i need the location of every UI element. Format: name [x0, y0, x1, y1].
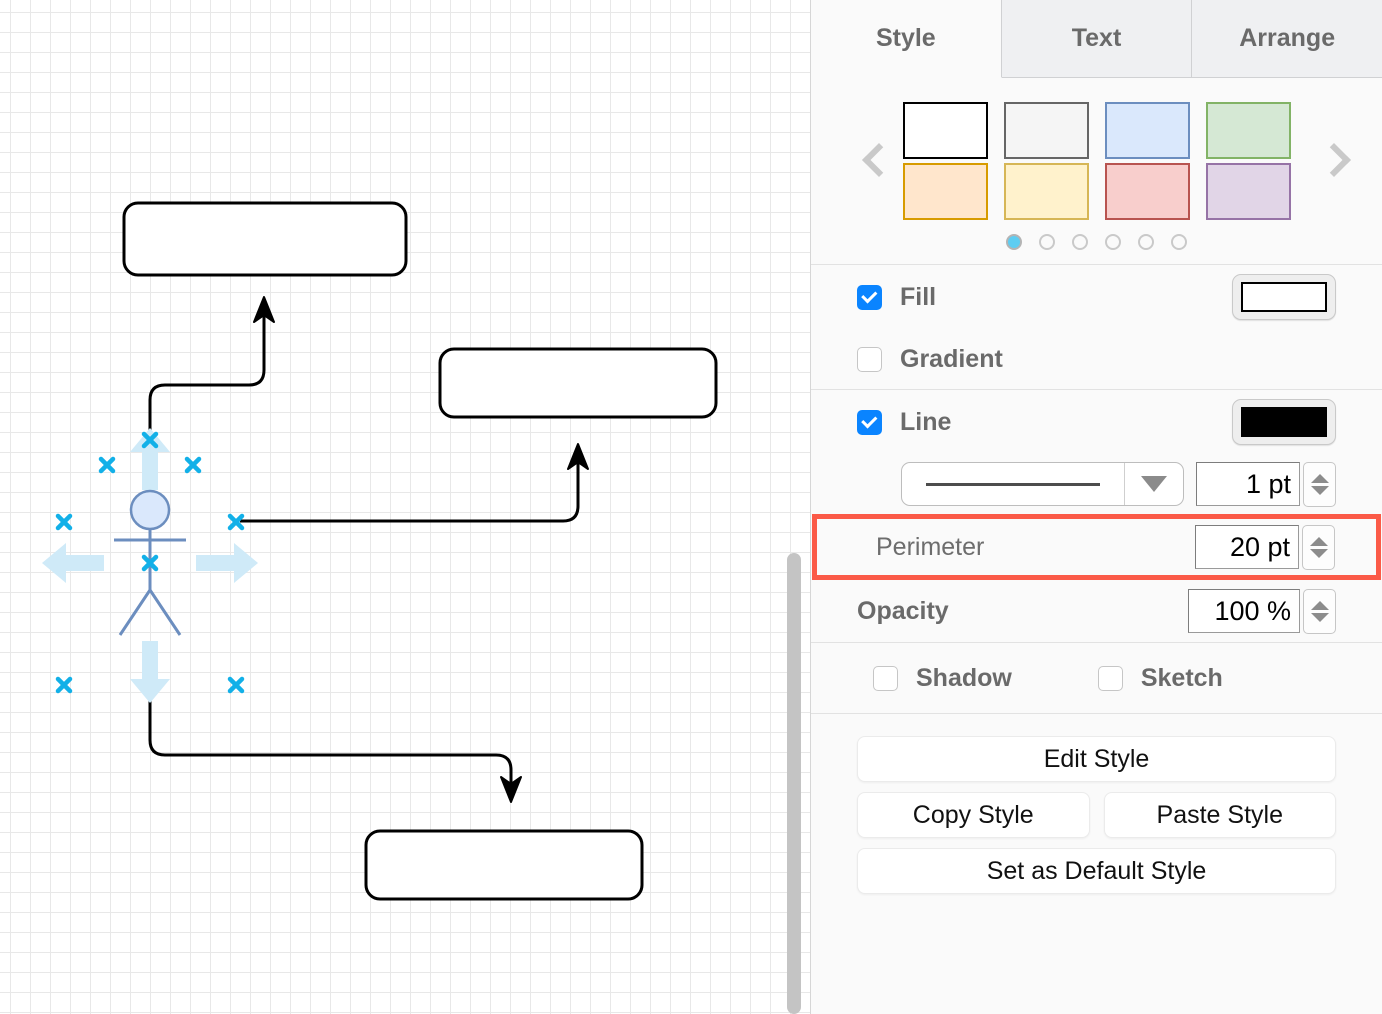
swatch-purple[interactable] [1205, 163, 1291, 220]
swatch-red[interactable] [1104, 163, 1190, 220]
stepper-up-icon[interactable] [1310, 600, 1329, 610]
swatch-prev-button[interactable] [859, 130, 899, 190]
swatch-cell [1198, 100, 1299, 161]
swatch-cell [1097, 100, 1198, 161]
swatch-page-dot-1[interactable] [1006, 234, 1022, 250]
tab-text[interactable]: Text [1001, 0, 1193, 78]
edge-actor-to-top-rectangle[interactable] [148, 296, 275, 505]
gradient-label: Gradient [900, 344, 1003, 373]
line-row: Line [811, 390, 1382, 454]
copy-paste-style-row: Copy Style Paste Style [857, 792, 1336, 838]
gradient-checkbox[interactable] [857, 346, 882, 372]
paste-style-button[interactable]: Paste Style [1103, 792, 1336, 838]
line-color-button[interactable] [1232, 399, 1336, 445]
swatch-page-dot-3[interactable] [1072, 234, 1088, 250]
perimeter-input[interactable]: 20 pt [1195, 525, 1299, 569]
edge-actor-to-bottom-rectangle[interactable] [148, 686, 522, 803]
set-default-style-button[interactable]: Set as Default Style [857, 848, 1336, 894]
swatch-page-dots [811, 234, 1382, 250]
line-style-preview [902, 463, 1124, 505]
chevron-left-icon [862, 143, 896, 177]
solid-line-icon [926, 482, 1100, 486]
swatch-cell [1198, 161, 1299, 222]
swatch-cell [895, 100, 996, 161]
swatch-gray[interactable] [1003, 102, 1089, 159]
connection-point-handles[interactable] [55, 431, 245, 694]
opacity-row: Opacity 100 % [811, 580, 1382, 643]
perimeter-row: Perimeter 20 pt [812, 514, 1381, 580]
swatch-page-dot-2[interactable] [1039, 234, 1055, 250]
rounded-rectangle-middle-right[interactable] [438, 347, 718, 419]
actor-shape[interactable] [114, 489, 186, 636]
swatch-cell [996, 100, 1097, 161]
shadow-label: Shadow [916, 663, 1012, 692]
tab-arrange[interactable]: Arrange [1192, 0, 1382, 78]
swatch-next-button[interactable] [1314, 130, 1354, 190]
swatch-orange[interactable] [902, 163, 988, 220]
line-color-preview [1241, 407, 1327, 437]
line-label: Line [900, 407, 952, 436]
edge-actor-to-right-rectangle[interactable] [240, 443, 589, 523]
line-width-input[interactable]: 1 pt [1196, 462, 1300, 506]
stepper-down-icon[interactable] [1310, 612, 1329, 622]
perimeter-label: Perimeter [876, 532, 985, 561]
line-style-row: 1 pt [811, 454, 1382, 514]
edit-style-button[interactable]: Edit Style [857, 736, 1336, 782]
swatch-page-dot-5[interactable] [1138, 234, 1154, 250]
style-swatch-carousel [811, 78, 1382, 265]
sketch-toggle[interactable]: Sketch [1097, 663, 1223, 693]
swatch-grid [811, 100, 1382, 222]
swatch-blue[interactable] [1104, 102, 1190, 159]
swatch-cell [1097, 161, 1198, 222]
direction-arrow-hints [42, 428, 258, 703]
style-action-buttons: Edit Style Copy Style Paste Style Set as… [811, 714, 1382, 894]
swatch-page-dot-6[interactable] [1171, 234, 1187, 250]
copy-style-button[interactable]: Copy Style [857, 792, 1090, 838]
shadow-checkbox[interactable] [873, 665, 898, 691]
fill-row: Fill [811, 265, 1382, 329]
diagram-canvas[interactable] [0, 0, 810, 1014]
gradient-row: Gradient [811, 329, 1382, 390]
tab-style[interactable]: Style [811, 0, 1002, 78]
line-width-stepper[interactable] [1303, 461, 1336, 507]
fill-color-button[interactable] [1232, 274, 1336, 320]
line-style-dropdown[interactable] [901, 462, 1184, 506]
stepper-down-icon[interactable] [1310, 485, 1329, 495]
shadow-sketch-row: Shadow Sketch [811, 643, 1382, 714]
swatch-cell [996, 161, 1097, 222]
opacity-label: Opacity [857, 596, 949, 625]
canvas-vertical-scrollbar[interactable] [787, 553, 801, 1014]
rounded-rectangle-bottom[interactable] [364, 829, 644, 901]
stepper-down-icon[interactable] [1309, 548, 1328, 558]
sketch-checkbox[interactable] [1097, 665, 1123, 691]
canvas-graph [42, 201, 718, 901]
swatch-cell [895, 161, 996, 222]
opacity-stepper[interactable] [1303, 588, 1336, 634]
chevron-right-icon [1317, 143, 1351, 177]
fill-label: Fill [900, 282, 937, 311]
tab-arrange-label: Arrange [1239, 24, 1336, 52]
perimeter-stepper[interactable] [1302, 524, 1335, 570]
line-style-caret[interactable] [1124, 463, 1183, 505]
swatch-yellow[interactable] [1003, 163, 1089, 220]
stepper-up-icon[interactable] [1310, 473, 1329, 483]
opacity-input[interactable]: 100 % [1188, 589, 1300, 633]
format-panel-tabs: Style Text Arrange [811, 0, 1382, 78]
line-checkbox[interactable] [857, 409, 882, 435]
fill-color-preview [1241, 282, 1327, 312]
chevron-down-icon [1141, 476, 1167, 492]
swatch-green[interactable] [1205, 102, 1291, 159]
fill-checkbox[interactable] [857, 284, 882, 310]
format-panel: Style Text Arrange [810, 0, 1382, 1014]
shadow-toggle[interactable]: Shadow [873, 664, 1012, 693]
rounded-rectangle-top-left[interactable] [122, 201, 408, 277]
tab-style-label: Style [875, 24, 936, 52]
stepper-up-icon[interactable] [1309, 536, 1328, 546]
sketch-label: Sketch [1140, 663, 1223, 692]
swatch-page-dot-4[interactable] [1105, 234, 1121, 250]
tab-text-label: Text [1071, 24, 1122, 52]
swatch-white[interactable] [902, 102, 988, 159]
